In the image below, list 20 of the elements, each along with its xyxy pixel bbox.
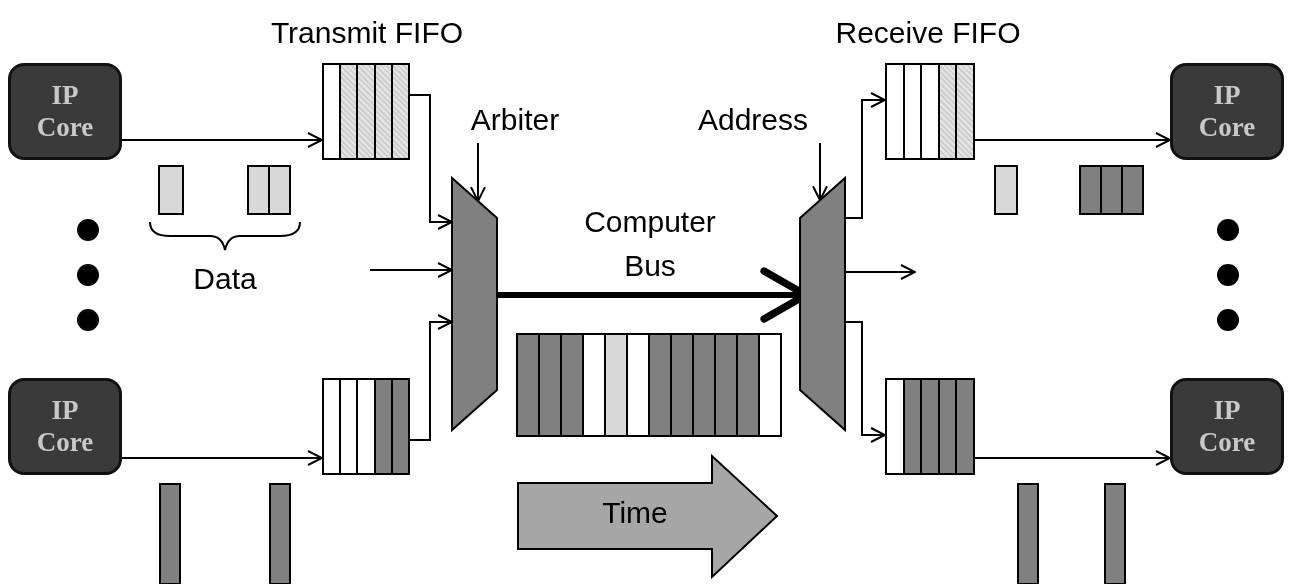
ip-core-block: IP Core [1170,378,1284,475]
arrow [974,450,1171,466]
address-label: Address [683,103,823,143]
arrow [121,450,323,466]
ip-core-block: IP Core [8,63,122,160]
arrow [409,94,453,230]
fifo-label: Transmit FIFO [269,16,465,51]
arrow [974,132,1171,148]
ip-core-block: IP Core [8,378,122,475]
arrow [409,314,453,441]
arrow [121,132,323,148]
fifo-label: Receive FIFO [834,16,1022,51]
arbiter-label: Arbiter [455,103,575,143]
arrow [369,262,453,278]
edge-label: Computer Bus [583,204,717,284]
arrow [812,142,828,202]
data-label: Data [192,262,258,297]
ip-core-block: IP Core [1170,63,1284,160]
arrow [470,142,486,203]
time-label: Time [601,496,669,531]
